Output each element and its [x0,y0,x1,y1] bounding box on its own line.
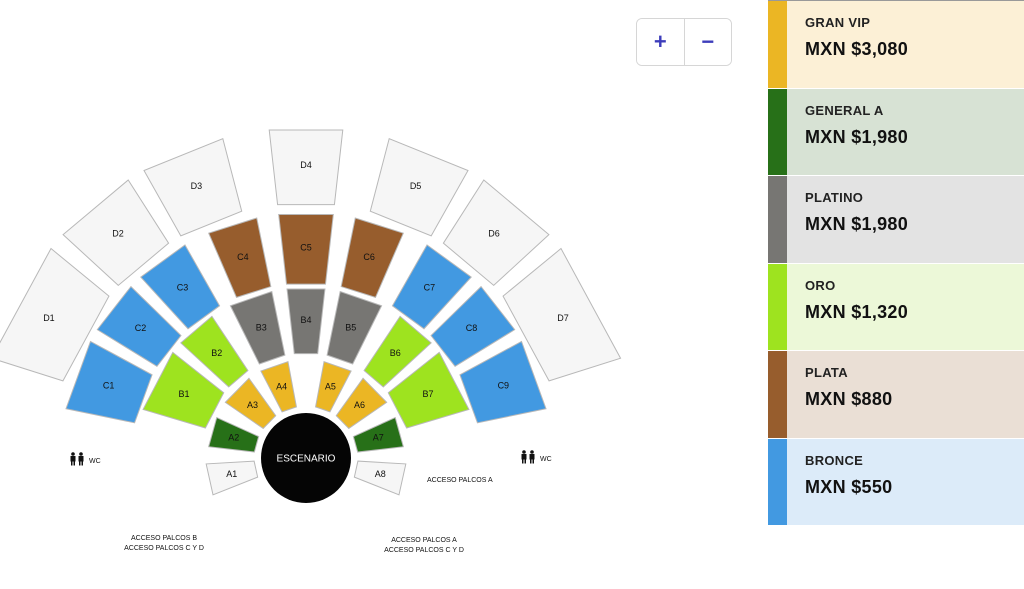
section-shape[interactable] [502,247,622,382]
wc-left: WC [70,452,101,466]
wc-label: WC [89,458,101,465]
section-shape[interactable] [208,416,260,453]
price-row-gran-vip[interactable]: GRAN VIP MXN $3,080 [768,1,1024,88]
zoom-out-button[interactable]: − [684,19,731,65]
section-shape[interactable] [387,351,470,429]
tier-price: MXN $1,980 [805,126,909,147]
price-row-bronce[interactable]: BRONCE MXN $550 [768,438,1024,526]
price-info: PLATINO MXN $1,980 [787,176,1024,263]
section-shape[interactable] [326,290,383,365]
price-row-platino[interactable]: PLATINO MXN $1,980 [768,176,1024,263]
tier-name: GENERAL A [805,102,884,118]
section-shape[interactable] [314,361,352,413]
section-shape[interactable] [442,179,550,287]
price-info: GRAN VIP MXN $3,080 [787,1,1024,88]
price-info: GENERAL A MXN $1,980 [787,89,1024,176]
tier-name: BRONCE [805,452,864,468]
stage-label: ESCENARIO [277,454,336,465]
section-b5[interactable]: B5 [326,290,383,365]
zoom-divider [683,19,685,65]
price-info: ORO MXN $1,320 [787,264,1024,351]
color-swatch [768,438,787,525]
zoom-in-button[interactable]: + [637,19,684,65]
tier-name: ORO [805,277,836,293]
section-d5[interactable]: D5 [369,137,469,237]
wc-label: WC [540,456,552,463]
color-swatch [768,176,787,263]
section-shape[interactable] [391,244,472,330]
access-note-right: ACCESO PALCOS A [427,477,493,484]
section-shape[interactable] [143,137,243,237]
tier-name: PLATINO [805,190,864,205]
section-shape[interactable] [353,460,407,496]
restroom-icon [70,452,84,466]
section-shape[interactable] [278,214,334,285]
color-swatch [768,88,787,175]
zoom-controls: + − [636,18,732,66]
tier-name: GRAN VIP [805,15,871,30]
section-shape[interactable] [140,244,221,330]
price-info: BRONCE MXN $550 [787,439,1024,526]
section-shape[interactable] [340,217,404,299]
section-d4[interactable]: D4 [268,129,344,206]
tier-price: MXN $3,080 [805,39,909,59]
tier-price: MXN $880 [805,389,893,409]
section-shape[interactable] [0,247,110,382]
color-swatch [768,351,787,438]
section-shape[interactable] [260,361,298,413]
section-c4[interactable]: C4 [208,217,272,299]
access-note-bottom-right-2: ACCESO PALCOS C Y D [384,547,464,554]
section-shape[interactable] [363,315,432,388]
access-note-bottom-right-1: ACCESO PALCOS A [391,537,457,544]
section-c5[interactable]: C5 [278,214,334,285]
section-shape[interactable] [352,416,404,453]
section-shape[interactable] [369,137,469,237]
tier-name: PLATA [805,365,848,380]
price-row-oro[interactable]: ORO MXN $1,320 [768,263,1024,351]
tier-price: MXN $1,320 [805,301,909,322]
section-shape[interactable] [205,460,259,496]
section-shape[interactable] [224,377,277,430]
wc-right: WC [521,450,552,464]
price-row-plata[interactable]: PLATA MXN $880 [768,351,1024,438]
section-b3[interactable]: B3 [229,290,286,365]
stage: ESCENARIO [261,413,351,503]
section-shape[interactable] [229,290,286,365]
section-shape[interactable] [142,351,225,429]
section-shape[interactable] [430,285,516,367]
section-c6[interactable]: C6 [340,217,404,299]
access-note-bottom-left-1: ACCESO PALCOS B [131,535,197,542]
section-b4[interactable]: B4 [286,288,326,355]
section-shape[interactable] [286,288,326,355]
section-shape[interactable] [459,340,547,424]
price-info: PLATA MXN $880 [787,351,1024,438]
section-shape[interactable] [208,217,272,299]
section-shape[interactable] [268,129,344,206]
section-a7[interactable]: A7 [352,416,404,453]
price-list: GRAN VIP MXN $3,080 GENERAL A MXN $1,980… [768,0,1024,541]
color-swatch [768,1,787,88]
section-shape[interactable] [65,340,153,424]
tier-price: MXN $1,980 [805,214,909,234]
section-shape[interactable] [62,179,170,287]
tier-price: MXN $550 [805,476,893,497]
section-a8[interactable]: A8 [353,460,407,496]
section-shape[interactable] [335,377,388,430]
section-a2[interactable]: A2 [208,416,260,453]
color-swatch [768,263,787,350]
stage-circle [261,413,351,503]
section-shape[interactable] [180,315,249,388]
access-note-bottom-left-2: ACCESO PALCOS C Y D [124,545,204,552]
section-d3[interactable]: D3 [143,137,243,237]
price-row-general-a[interactable]: GENERAL A MXN $1,980 [768,88,1024,176]
restroom-icon [521,450,535,464]
seat-map: D1D2D3D4D5D6D7C1C2C3C4C5C6C7C8C9B1B2B3B4… [0,129,622,554]
section-shape[interactable] [96,285,182,367]
section-a1[interactable]: A1 [205,460,259,496]
